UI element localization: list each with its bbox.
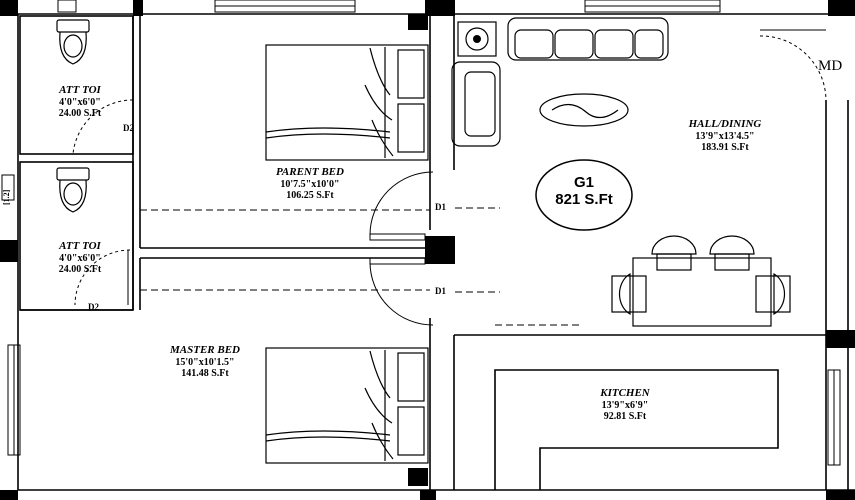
area-badge-text: G1 821 S.Ft (540, 174, 628, 209)
toilet-fixture-2 (56, 167, 90, 213)
armchair (451, 61, 501, 147)
door-swing-d2-lower (74, 249, 131, 306)
door-swing-d1-lower (369, 261, 434, 326)
toilet-fixture-1 (56, 19, 90, 65)
area-badge (535, 159, 633, 231)
badge-area: 821 S.Ft (555, 191, 613, 209)
dining-chair (611, 272, 647, 316)
door-swing-d1-upper (369, 171, 434, 236)
sofa (507, 17, 669, 61)
room-label-hall-dining: HALL/DINING 13'9"x13'4.5" 183.91 S.Ft (688, 118, 762, 154)
door-swing-d2-upper (72, 99, 134, 155)
room-label-master-bed: MASTER BED 15'0"x10'1.5" 141.48 S.Ft (170, 344, 240, 380)
door-label-d1-upper: D1 (435, 202, 446, 212)
dining-chair (651, 235, 697, 271)
dining-chair (755, 272, 791, 316)
dining-table (611, 235, 791, 327)
door-label-d2-upper: D2 (123, 123, 134, 133)
door-label-main: MD (818, 58, 843, 74)
room-label-parent-bed: PARENT BED 10'7.5"x10'0" 106.25 S.Ft (276, 166, 344, 202)
room-label-att-toi-1: ATT TOI 4'0"x6'0" 24.00 S.Ft (58, 84, 102, 120)
bed-parent (265, 44, 429, 161)
side-dimension-mark: [1.2] (2, 189, 11, 205)
door-swing-main (759, 35, 827, 101)
coffee-table (539, 93, 629, 127)
lamp-table (457, 21, 497, 57)
door-label-d2-lower: D2 (88, 302, 99, 312)
room-label-att-toi-2: ATT TOI 4'0"x6'0" 24.00 S.Ft (58, 240, 102, 276)
door-label-d1-lower: D1 (435, 286, 446, 296)
bed-master (265, 347, 429, 464)
badge-code: G1 (573, 174, 594, 191)
room-label-kitchen: KITCHEN 13'9"x6'9" 92.81 S.Ft (600, 387, 650, 423)
dining-chair (709, 235, 755, 271)
